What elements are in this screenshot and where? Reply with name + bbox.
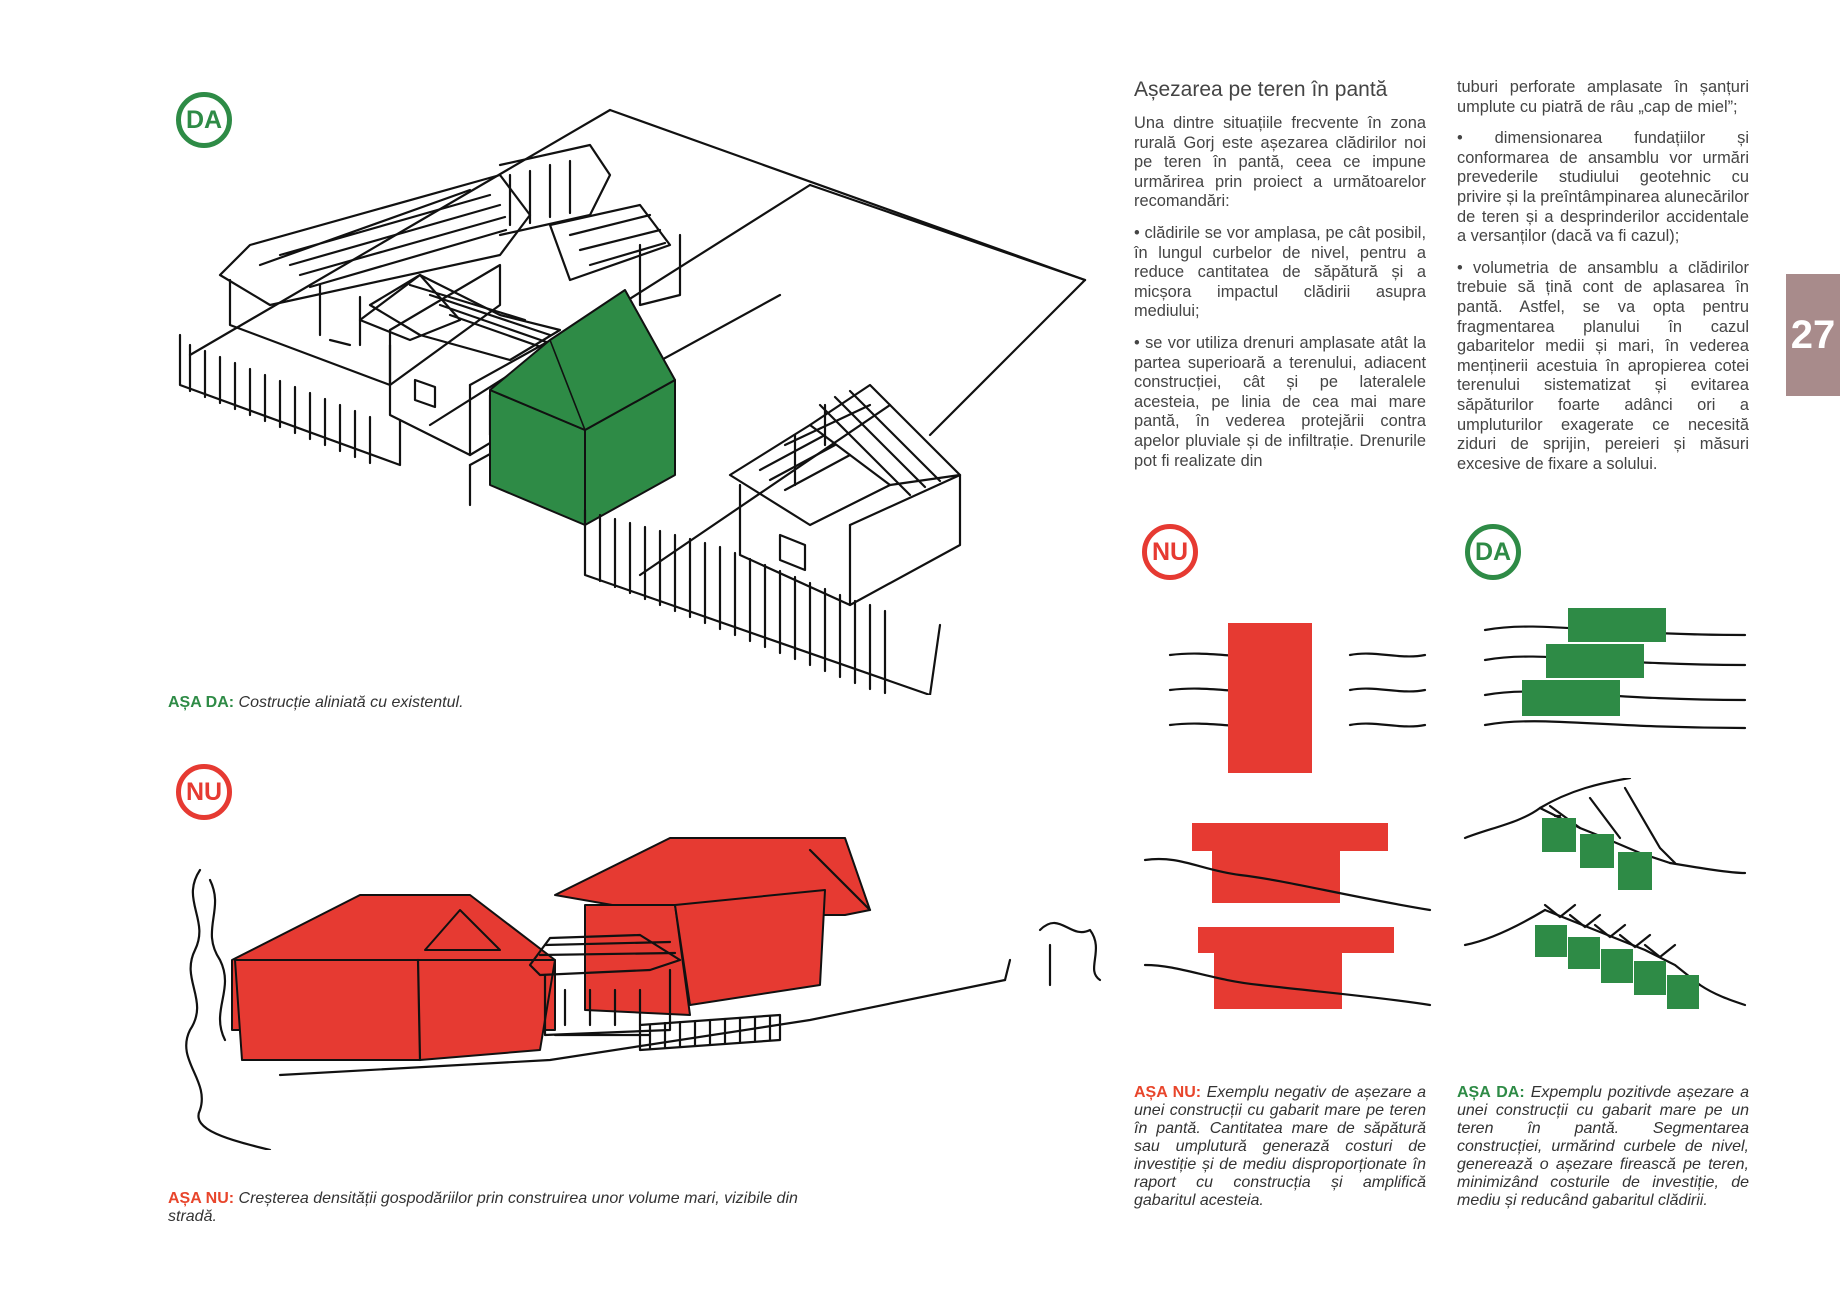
caption-nu-slope: AȘA NU: Exemplu negativ de așezare a une… [1134, 1084, 1426, 1209]
article-column-2: tuburi perforate amplasate în șanțuri um… [1457, 78, 1749, 486]
diagram-nu-plan [1168, 623, 1427, 773]
nu-badge-right: NU [1142, 524, 1198, 580]
col1-paragraph: Una dintre situațiile frecvente în zona … [1134, 114, 1426, 211]
col1-paragraph: • clădirile se vor amplasa, pe cât posib… [1134, 223, 1426, 321]
sketch-aligned-construction [178, 108, 1087, 695]
diagram-da-plan [1483, 608, 1747, 730]
page-number-tab: 27 [1786, 274, 1840, 396]
caption-da-slope: AȘA DA: Expemplu pozitivde așezare a une… [1457, 1084, 1749, 1209]
article-column-1: Una dintre situațiile frecvente în zona … [1134, 114, 1426, 483]
article-title: Așezarea pe teren în pantă [1134, 78, 1388, 101]
da-badge-right: DA [1465, 524, 1521, 580]
da-badge-top-left: DA [176, 92, 232, 148]
col2-paragraph: tuburi perforate amplasate în șanțuri um… [1457, 78, 1749, 116]
col1-paragraph: • se vor utiliza drenuri amplasate atât … [1134, 333, 1426, 470]
diagram-da-section-1 [1463, 778, 1747, 890]
nu-badge-bottom-left: NU [176, 764, 232, 820]
sketch-large-volumes [185, 837, 1102, 1150]
caption-aligned-construction: AȘA DA: Costrucție aliniată cu existentu… [168, 694, 464, 711]
diagram-nu-section [1143, 823, 1432, 1009]
col2-paragraph: • dimensionarea fundațiilor și conformar… [1457, 129, 1749, 246]
col2-paragraph: • volumetria de ansamblu a clădirilor tr… [1457, 258, 1749, 473]
caption-large-volumes: AȘA NU: Creșterea densității gospodăriil… [168, 1190, 798, 1225]
diagram-da-section-2 [1463, 903, 1747, 1009]
